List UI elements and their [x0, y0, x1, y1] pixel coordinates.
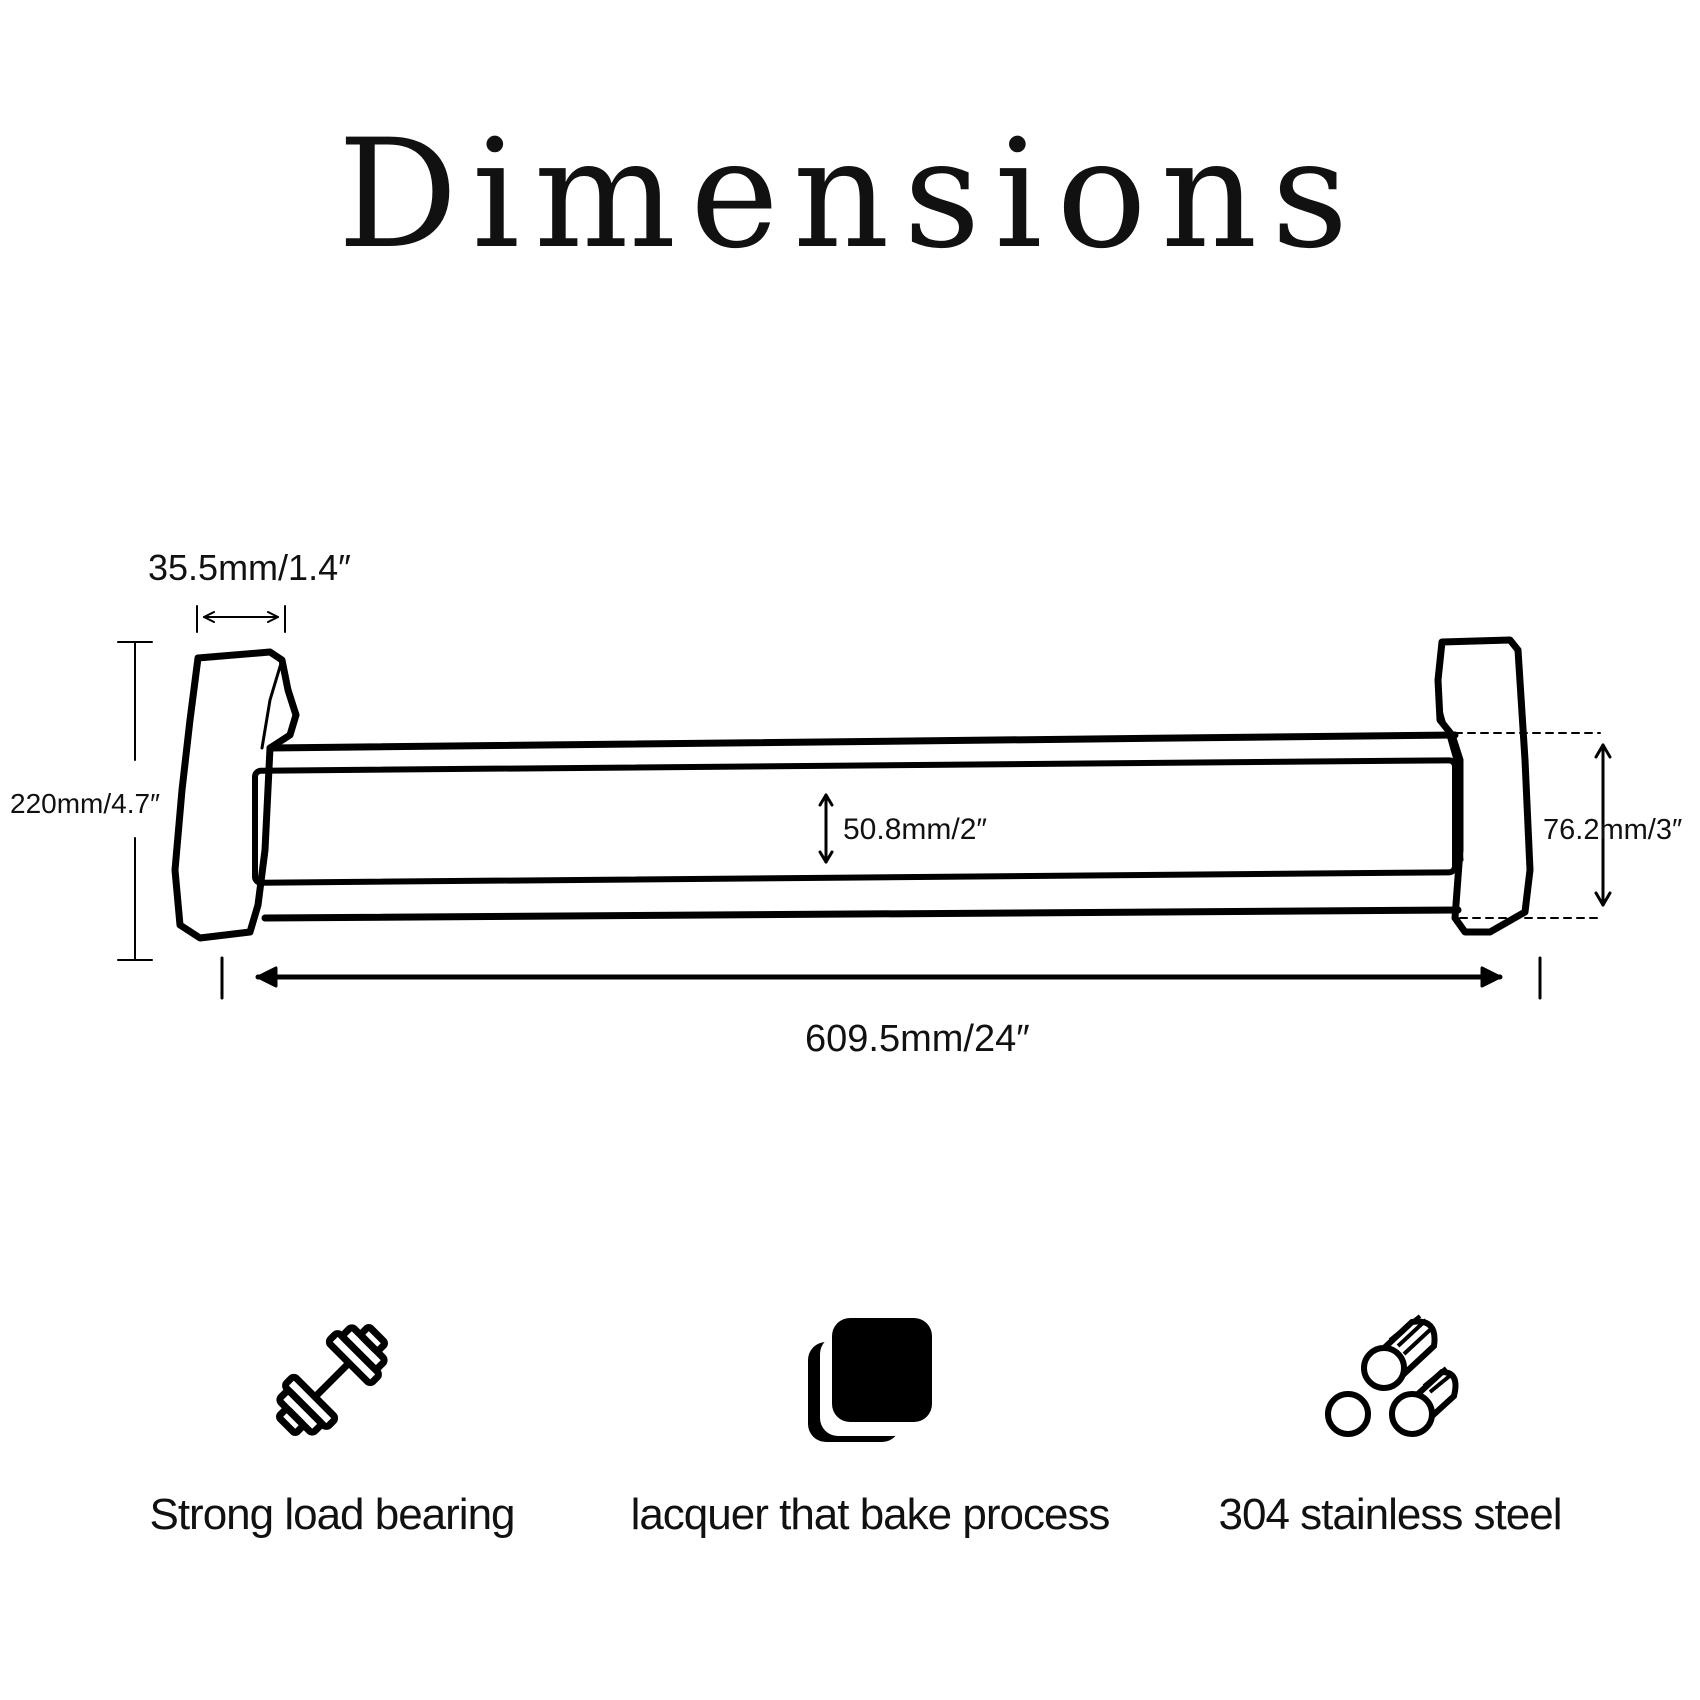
right-bracket: [1434, 636, 1534, 936]
steel-logs-icon: [1325, 1314, 1459, 1437]
bracket-width-label: 35.5mm/1.4″: [148, 547, 351, 588]
bar-outer: [261, 731, 1462, 922]
layers-icon: [808, 1318, 932, 1442]
feature-caption: Strong load bearing: [149, 1490, 515, 1539]
total-length-label: 609.5mm/24″: [805, 1018, 1030, 1060]
left-bracket: [171, 648, 300, 942]
feature-stainless-steel: 304 stainless steel: [1110, 1310, 1670, 1540]
dumbbell-icon: [276, 1324, 388, 1436]
feature-lacquer: lacquer that bake process: [590, 1310, 1150, 1540]
total-height-label: 220mm/4.7″: [10, 788, 160, 819]
feature-caption: 304 stainless steel: [1218, 1490, 1563, 1539]
page-title: Dimensions: [337, 108, 1363, 282]
inner-slot-label: 50.8mm/2″: [843, 813, 988, 846]
feature-load-bearing: Strong load bearing: [52, 1310, 612, 1540]
bar-inner-slot: [252, 757, 1458, 886]
feature-caption: lacquer that bake process: [630, 1490, 1111, 1539]
side-height-label: 76.2mm/3″: [1543, 814, 1683, 846]
